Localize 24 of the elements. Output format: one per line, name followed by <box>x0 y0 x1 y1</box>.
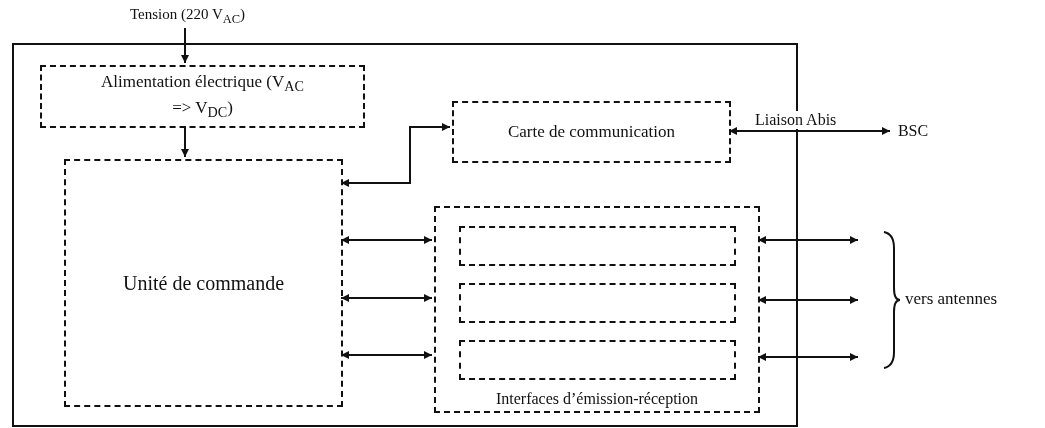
arrow <box>181 27 189 64</box>
node-text: Unité de commande <box>122 270 285 296</box>
process-box <box>40 65 365 128</box>
process-box <box>459 226 736 266</box>
arrow <box>340 236 433 244</box>
arrow <box>340 351 433 359</box>
node-text: Carte de communication <box>507 121 676 143</box>
arrow <box>757 236 859 244</box>
process-box <box>459 283 736 323</box>
group-box <box>434 206 760 413</box>
node-text: Interfaces d’émission-réception <box>495 389 699 409</box>
node-text: Tension (220 V$_{AC}$) <box>129 4 246 28</box>
annotation-label: vers antennes <box>905 289 998 309</box>
node-text: BSC <box>897 121 929 141</box>
arrow <box>728 127 891 135</box>
arrow <box>340 294 433 302</box>
arrow <box>340 123 451 187</box>
process-box <box>64 159 343 407</box>
node-text: Alimentation électrique (V$_{AC}$ => V$_{DC}$) <box>100 71 305 122</box>
process-box <box>459 340 736 380</box>
arrow <box>757 353 859 361</box>
process-box <box>452 101 731 163</box>
arrow <box>757 296 859 304</box>
arrow <box>181 125 189 158</box>
